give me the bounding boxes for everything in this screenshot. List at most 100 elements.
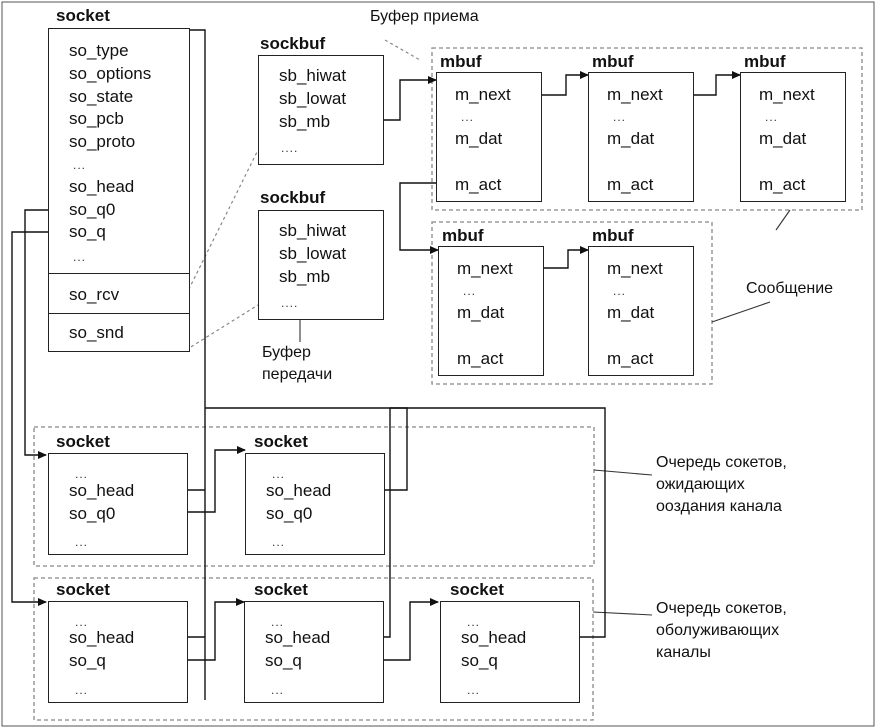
socket-box: ... so_head so_q ... [48,601,188,703]
field-sb-hiwat: sb_hiwat [279,66,347,85]
divider [49,273,189,274]
mbuf-box: m_next ... m_dat m_act [588,246,694,376]
field-so-q: so_q [69,651,106,670]
field-ellipsis: .... [281,141,299,155]
field-m-dat: m_dat [457,303,505,322]
field-so-q: so_q [265,651,302,670]
socket-box: ... so_head so_q ... [244,601,384,703]
queue0-label-3: ооздания канала [656,498,782,515]
sockbuf-snd-title: sockbuf [260,188,326,207]
field-ellipsis-2: ... [75,535,89,549]
field-ellipsis-2: ... [73,250,87,264]
field-sb-lowat: sb_lowat [279,89,347,108]
field-so-q0: so_q0 [69,200,116,219]
socket-title: socket [56,432,110,451]
field-ellipsis: ... [75,467,89,481]
field-ellipsis: ... [272,467,286,481]
mbuf-box: m_next ... m_dat m_act [436,72,542,202]
mbuf-title: mbuf [592,52,634,71]
field-so-q0: so_q0 [69,504,116,523]
field-sb-mb: sb_mb [279,112,331,131]
socket-box: ... so_head so_q ... [440,601,580,703]
recv-buffer-group [431,47,863,211]
mbuf-box: m_next ... m_dat m_act [740,72,846,202]
queue-group [33,577,594,721]
field-so-head: so_head [266,481,332,500]
sockbuf-rcv-title: sockbuf [260,34,326,53]
queue0-label-1: Очередь сокетов, [656,454,787,471]
field-m-next: m_next [759,85,815,104]
queue-label-3: каналы [656,644,711,661]
message-group [431,221,713,385]
field-m-dat: m_dat [455,129,503,148]
field-so-head: so_head [265,628,331,647]
field-m-dat: m_dat [607,129,655,148]
field-m-next: m_next [455,85,511,104]
queue-label-2: оболуживающих [656,622,780,639]
main-socket-box: so_type so_options so_state so_pcb so_pr… [48,28,190,352]
field-so-head: so_head [461,628,527,647]
field-ellipsis: ... [461,110,475,124]
field-m-act: m_act [457,349,504,368]
field-ellipsis: ... [73,158,87,172]
mbuf-title: mbuf [592,226,634,245]
rcv-buffer-label: Буфер приема [370,8,479,25]
field-m-next: m_next [607,85,663,104]
socket-title: socket [56,580,110,599]
field-m-act: m_act [607,175,654,194]
field-so-head: so_head [69,481,135,500]
field-sb-hiwat: sb_hiwat [279,221,347,240]
field-ellipsis: ... [271,615,285,629]
field-ellipsis: ... [613,110,627,124]
field-so-options: so_options [69,64,152,83]
sockbuf-rcv-box: sb_hiwat sb_lowat sb_mb .... [258,55,384,165]
field-so-q0: so_q0 [266,504,313,523]
field-so-q: so_q [69,222,106,241]
field-so-q: so_q [461,651,498,670]
snd-buffer-label-1: Буфер [262,344,311,361]
queue0-label-2: ожидающих [656,476,745,493]
field-so-type: so_type [69,41,129,60]
field-so-head: so_head [69,628,135,647]
field-m-dat: m_dat [607,303,655,322]
field-ellipsis: ... [765,110,779,124]
field-ellipsis-2: ... [271,683,285,697]
queue-label-1: Очередь сокетов, [656,600,787,617]
mbuf-title: mbuf [442,226,484,245]
message-label: Сообщение [746,280,834,297]
field-m-next: m_next [457,259,513,278]
field-so-head: so_head [69,177,135,196]
socket-title: socket [254,580,308,599]
field-m-next: m_next [607,259,663,278]
field-ellipsis: ... [75,615,89,629]
field-ellipsis-2: ... [272,535,286,549]
field-so-proto: so_proto [69,132,136,151]
field-so-rcv: so_rcv [69,285,120,304]
field-m-dat: m_dat [759,129,807,148]
field-m-act: m_act [455,175,502,194]
field-sb-lowat: sb_lowat [279,244,347,263]
mbuf-title: mbuf [440,52,482,71]
field-ellipsis: ... [463,284,477,298]
field-sb-mb: sb_mb [279,267,331,286]
field-so-snd: so_snd [69,323,124,342]
field-ellipsis: ... [467,615,481,629]
divider [49,313,189,314]
socket-title: socket [450,580,504,599]
snd-buffer-label-2: передачи [262,366,333,383]
field-ellipsis: .... [281,296,299,310]
mbuf-box: m_next ... m_dat m_act [438,246,544,376]
mbuf-title: mbuf [744,52,786,71]
main-socket-title: socket [56,6,110,25]
field-so-pcb: so_pcb [69,109,124,128]
sockbuf-snd-box: sb_hiwat sb_lowat sb_mb .... [258,210,384,320]
field-m-act: m_act [607,349,654,368]
mbuf-box: m_next ... m_dat m_act [588,72,694,202]
socket-box: ... so_head so_q0 ... [48,453,188,555]
field-m-act: m_act [759,175,806,194]
field-ellipsis-2: ... [75,683,89,697]
field-ellipsis-2: ... [467,683,481,697]
socket-box: ... so_head so_q0 ... [245,453,385,555]
socket-title: socket [254,432,308,451]
